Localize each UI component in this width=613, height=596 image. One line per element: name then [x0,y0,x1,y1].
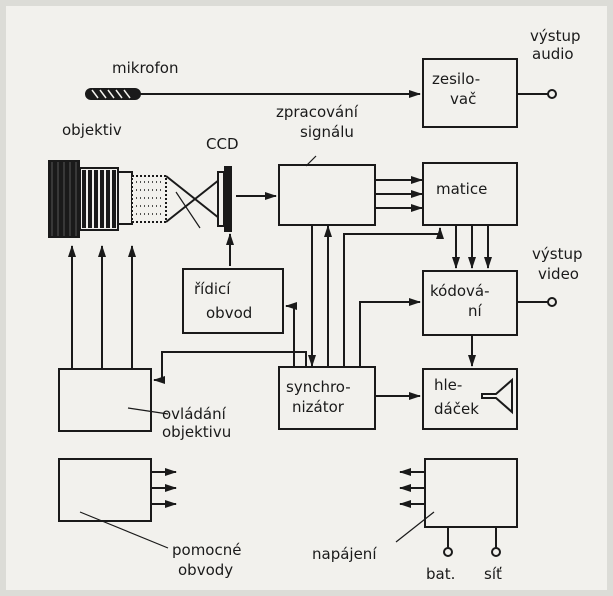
viewfinder-label-2: dáček [434,400,479,418]
power-supply-block [424,458,518,528]
microphone-icon [85,88,141,100]
audio-output-label-2: audio [532,45,574,63]
lens-label: objektiv [62,121,122,139]
lens-control-label-2: objektivu [162,423,232,441]
lens-control-label: ovládání [162,405,226,423]
viewfinder-block: hle- dáček [422,368,518,430]
microphone-label: mikrofon [112,59,179,77]
synchronizer-label-2: nizátor [292,398,344,416]
synchronizer-block: synchro- nizátor [278,366,376,430]
signal-processing-block [278,164,376,226]
viewfinder-label: hle- [434,376,463,394]
aux-circuits-label: pomocné [172,541,242,559]
aux-circuits-block [58,458,152,522]
amplifier-label-2: vač [450,90,477,108]
lens-icon [48,160,167,238]
matrix-label: matice [436,180,488,198]
signal-processing-label: zpracování [276,103,358,121]
coding-label: kódová- [430,282,490,300]
control-circuit-block: řídicí obvod [182,268,284,334]
matrix-block: matice [422,162,518,226]
ccd-sensor-icon [217,166,232,232]
mains-label: síť [484,565,502,583]
light-path [165,175,225,223]
power-supply-label: napájení [312,545,377,563]
ccd-label: CCD [206,135,239,153]
control-circuit-label-2: obvod [206,304,253,322]
amplifier-block: zesilo- vač [422,58,518,128]
synchronizer-label: synchro- [286,378,351,396]
signal-processing-label-2: signálu [300,123,354,141]
aux-circuits-label-2: obvody [178,561,234,579]
lens-control-block [58,368,152,432]
video-output-label-2: video [538,265,579,283]
control-circuit-label: řídicí [194,280,231,298]
coding-block: kódová- ní [422,270,518,336]
amplifier-label: zesilo- [432,70,481,88]
viewfinder-screen-icon [481,377,513,415]
coding-label-2: ní [468,302,482,320]
video-output-label: výstup [532,245,583,263]
audio-output-terminal [547,89,557,99]
battery-label: bat. [426,565,456,583]
audio-output-label: výstup [530,27,581,45]
